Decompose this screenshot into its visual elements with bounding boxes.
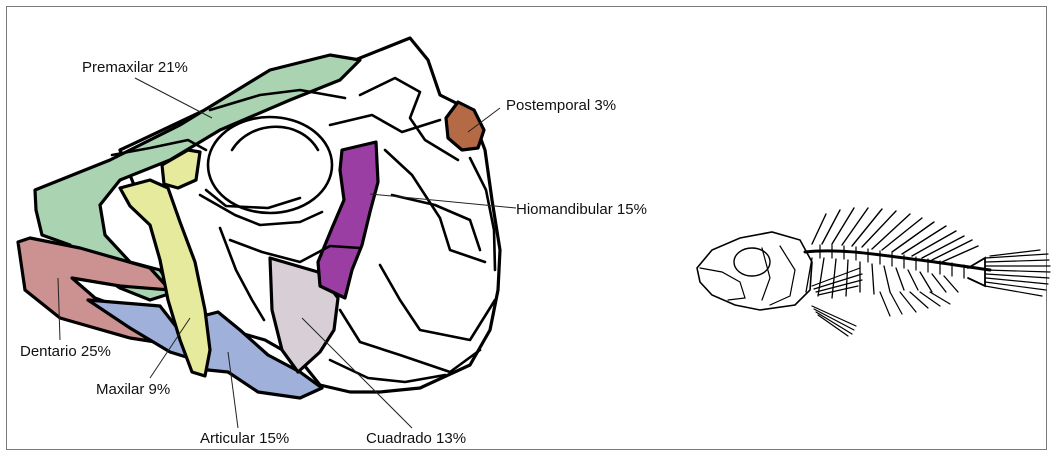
skeleton-anal-fin xyxy=(880,292,950,316)
skeleton-dorsal-spines xyxy=(812,208,978,262)
premaxilar-label: Premaxilar 21% xyxy=(82,59,188,76)
cuadrado-label: Cuadrado 13% xyxy=(366,430,466,447)
premaxilar-leader xyxy=(135,78,212,118)
skeleton-operculum xyxy=(770,246,795,305)
maxilar-label: Maxilar 9% xyxy=(96,381,170,398)
hiomandibular-label: Hiomandibular 15% xyxy=(516,201,647,218)
dentario-label: Dentario 25% xyxy=(20,343,111,360)
skeleton-pelvic-fin xyxy=(812,306,856,336)
postemporal-bone xyxy=(446,102,484,150)
skeleton-pectoral-fin xyxy=(812,268,862,295)
skeleton-caudal-fin xyxy=(968,250,1050,296)
fish-skeleton-illustration xyxy=(697,208,1050,336)
articular-label: Articular 15% xyxy=(200,430,289,447)
postemporal-label: Postemporal 3% xyxy=(506,97,616,114)
skeleton-orbit xyxy=(734,248,770,276)
skeleton-jaw xyxy=(700,268,745,300)
